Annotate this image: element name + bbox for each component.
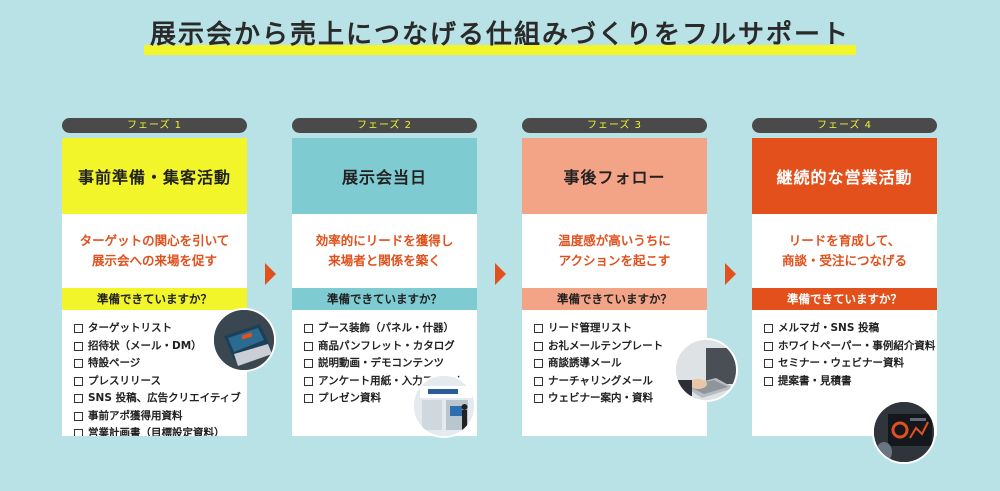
- checkbox-icon[interactable]: [534, 359, 543, 369]
- brochure-photo-icon: [212, 308, 276, 372]
- checklist-item[interactable]: プレスリリース: [74, 373, 247, 391]
- phase-description-line: 温度感が高いうちに: [558, 233, 671, 248]
- checkbox-icon[interactable]: [534, 324, 543, 334]
- checkbox-icon[interactable]: [534, 341, 543, 351]
- checkbox-icon[interactable]: [74, 341, 83, 351]
- phase-column-3: フェーズ 3 事後フォロー 温度感が高いうちにアクションを起こす 準備できていま…: [522, 118, 738, 440]
- checkbox-icon[interactable]: [304, 376, 313, 386]
- arrow-right-icon: [725, 263, 736, 285]
- checkbox-icon[interactable]: [534, 376, 543, 386]
- exhibition-booth-photo-icon: [412, 374, 476, 438]
- phase-tab-3: フェーズ 3: [522, 118, 707, 133]
- arrow-right-icon: [265, 263, 276, 285]
- checkbox-icon[interactable]: [764, 341, 773, 351]
- checklist-item[interactable]: ウェビナー案内・資料: [534, 390, 707, 408]
- phase-description-line: リードを育成して、: [788, 233, 901, 248]
- phase-tab-2: フェーズ 2: [292, 118, 477, 133]
- checklist-item[interactable]: ナーチャリングメール: [534, 373, 707, 391]
- phase-tab-1: フェーズ 1: [62, 118, 247, 133]
- checklist-item[interactable]: 商品パンフレット・カタログ: [304, 338, 477, 356]
- phase-heading-2: 展示会当日: [292, 138, 477, 214]
- phase-column-2: フェーズ 2 展示会当日 効率的にリードを獲得し来場者と関係を築く 準備できてい…: [292, 118, 477, 440]
- phase-description-3: 温度感が高いうちにアクションを起こす: [522, 214, 707, 288]
- checklist-item[interactable]: ブース装飾（パネル・什器）: [304, 320, 477, 338]
- phase-card-1: 事前準備・集客活動 ターゲットの関心を引いて展示会への来場を促す 準備できていま…: [62, 138, 247, 436]
- phase-card-3: 事後フォロー 温度感が高いうちにアクションを起こす 準備できていますか？ リード…: [522, 138, 707, 436]
- phase-description-line: ターゲットの関心を引いて: [79, 233, 230, 248]
- phase-question-2: 準備できていますか？: [292, 288, 477, 310]
- checklist-item[interactable]: 特設ページ: [74, 355, 247, 373]
- phase-heading-3: 事後フォロー: [522, 138, 707, 214]
- laptop-typing-photo-icon: [674, 338, 738, 402]
- phase-question-3: 準備できていますか？: [522, 288, 707, 310]
- phase-description-line: 商談・受注につなげる: [781, 253, 907, 268]
- checkbox-icon[interactable]: [764, 324, 773, 334]
- checklist-item[interactable]: プレゼン資料: [304, 390, 477, 408]
- checkbox-icon[interactable]: [304, 394, 313, 404]
- checklist-3: リード管理リスト お礼メールテンプレート 商談誘導メール ナーチャリングメール …: [522, 310, 707, 408]
- checklist-item[interactable]: 説明動画・デモコンテンツ: [304, 355, 477, 373]
- checklist-4: メルマガ・SNS 投稿 ホワイトペーパー・事例紹介資料 セミナー・ウェビナー資料…: [752, 310, 937, 390]
- phase-column-4: フェーズ 4 継続的な営業活動 リードを育成して、商談・受注につなげる 準備でき…: [752, 118, 937, 464]
- phase-description-1: ターゲットの関心を引いて展示会への来場を促す: [62, 214, 247, 288]
- checklist-item[interactable]: 事前アポ獲得用資料: [74, 408, 247, 426]
- checkbox-icon[interactable]: [74, 359, 83, 369]
- checkbox-icon[interactable]: [764, 359, 773, 369]
- phase-description-line: 効率的にリードを獲得し: [315, 233, 454, 248]
- checklist-item[interactable]: セミナー・ウェビナー資料: [764, 355, 937, 373]
- checklist-item[interactable]: 商談誘導メール: [534, 355, 707, 373]
- checklist-item[interactable]: ターゲットリスト: [74, 320, 247, 338]
- title-area: 展示会から売上につなげる仕組みづくりをフルサポート: [0, 14, 1000, 55]
- phase-question-4: 準備できていますか？: [752, 288, 937, 310]
- dashboard-tablet-photo-icon: [872, 400, 936, 464]
- checklist-1: ターゲットリスト 招待状（メール・DM） 特設ページ プレスリリース SNS 投…: [62, 310, 247, 436]
- checkbox-icon[interactable]: [304, 341, 313, 351]
- phase-description-2: 効率的にリードを獲得し来場者と関係を築く: [292, 214, 477, 288]
- checkbox-icon[interactable]: [74, 324, 83, 334]
- checklist-item[interactable]: SNS 投稿、広告クリエイティブ: [74, 390, 247, 408]
- phase-description-line: 来場者と関係を築く: [328, 253, 441, 268]
- checklist-item[interactable]: ホワイトペーパー・事例紹介資料: [764, 338, 937, 356]
- phase-tab-4: フェーズ 4: [752, 118, 937, 133]
- checkbox-icon[interactable]: [74, 394, 83, 404]
- checkbox-icon[interactable]: [764, 376, 773, 386]
- phase-description-line: 展示会への来場を促す: [91, 253, 217, 268]
- arrow-right-icon: [495, 263, 506, 285]
- phase-question-1: 準備できていますか？: [62, 288, 247, 310]
- checklist-item[interactable]: 招待状（メール・DM）: [74, 338, 247, 356]
- checkbox-icon[interactable]: [534, 394, 543, 404]
- phase-card-4: 継続的な営業活動 リードを育成して、商談・受注につなげる 準備できていますか？ …: [752, 138, 937, 436]
- checkbox-icon[interactable]: [304, 359, 313, 369]
- checklist-item[interactable]: 営業計画書（目標設定資料）: [74, 425, 247, 436]
- checkbox-icon[interactable]: [304, 324, 313, 334]
- checklist-item[interactable]: リード管理リスト: [534, 320, 707, 338]
- phase-description-line: アクションを起こす: [558, 253, 671, 268]
- phase-heading-4: 継続的な営業活動: [752, 138, 937, 214]
- checklist-item[interactable]: メルマガ・SNS 投稿: [764, 320, 937, 338]
- phase-column-1: フェーズ 1 事前準備・集客活動 ターゲットの関心を引いて展示会への来場を促す …: [62, 118, 276, 440]
- phase-heading-1: 事前準備・集客活動: [62, 138, 247, 214]
- checkbox-icon[interactable]: [74, 429, 83, 436]
- page-title-text: 展示会から売上につなげる仕組みづくりをフルサポート: [149, 20, 850, 50]
- checklist-item[interactable]: お礼メールテンプレート: [534, 338, 707, 356]
- checkbox-icon[interactable]: [74, 376, 83, 386]
- checklist-item[interactable]: 提案書・見積書: [764, 373, 937, 391]
- phase-description-4: リードを育成して、商談・受注につなげる: [752, 214, 937, 288]
- checkbox-icon[interactable]: [74, 411, 83, 421]
- page-title: 展示会から売上につなげる仕組みづくりをフルサポート: [143, 14, 856, 55]
